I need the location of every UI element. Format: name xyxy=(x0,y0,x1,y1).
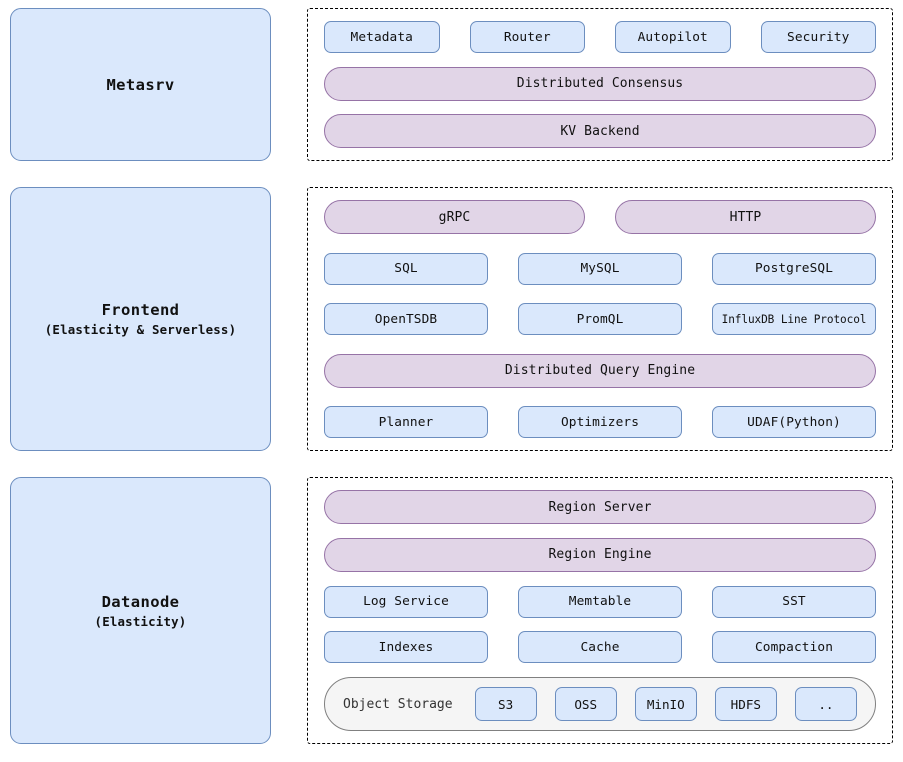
node-region-server[interactable]: Region Server xyxy=(324,490,876,524)
metasrv-kv-row: KV Backend xyxy=(324,114,876,148)
node-minio[interactable]: MinIO xyxy=(634,687,697,721)
tier-label-title: Frontend xyxy=(101,301,180,319)
node-s3[interactable]: S3 xyxy=(474,687,537,721)
node-log-service[interactable]: Log Service xyxy=(324,585,488,618)
node-sql[interactable]: SQL xyxy=(324,252,488,285)
object-storage-container: Object Storage S3 OSS MinIO HDFS .. xyxy=(324,677,876,731)
tier-label-title: Datanode xyxy=(101,592,180,611)
frontend-query-language-row-2: OpenTSDB PromQL InfluxDB Line Protocol xyxy=(324,303,876,335)
node-opentsdb[interactable]: OpenTSDB xyxy=(324,303,488,335)
frontend-query-engine-row: Distributed Query Engine xyxy=(324,353,876,388)
frontend-engine-component-row: Planner Optimizers UDAF(Python) xyxy=(324,406,876,438)
tier-label-title: Metasrv xyxy=(106,75,175,94)
node-compaction[interactable]: Compaction xyxy=(712,631,876,664)
node-oss[interactable]: OSS xyxy=(554,687,617,721)
node-planner[interactable]: Planner xyxy=(324,406,488,438)
tier-metasrv: Metasrv Metadata Router Autopilot Securi… xyxy=(10,8,893,161)
datanode-region-server-row: Region Server xyxy=(324,490,876,524)
node-distributed-consensus[interactable]: Distributed Consensus xyxy=(324,66,876,101)
node-distributed-query-engine[interactable]: Distributed Query Engine xyxy=(324,353,876,388)
tier-label-frontend: Frontend (Elasticity & Serverless) xyxy=(10,187,271,451)
tier-label-subtitle: (Elasticity & Serverless) xyxy=(44,322,237,337)
tier-label-metasrv: Metasrv xyxy=(10,8,271,161)
node-region-engine[interactable]: Region Engine xyxy=(324,537,876,572)
tier-frontend: Frontend (Elasticity & Serverless) gRPC … xyxy=(10,187,893,451)
node-cache[interactable]: Cache xyxy=(518,631,682,664)
tier-datanode: Datanode (Elasticity) Region Server Regi… xyxy=(10,477,893,744)
object-storage-label: Object Storage xyxy=(343,696,453,712)
metasrv-component-row: Metadata Router Autopilot Security xyxy=(324,21,876,53)
node-more[interactable]: .. xyxy=(794,687,857,721)
node-grpc[interactable]: gRPC xyxy=(324,200,585,234)
tier-group-datanode: Region Server Region Engine Log Service … xyxy=(307,477,893,744)
node-metadata[interactable]: Metadata xyxy=(324,21,440,53)
node-memtable[interactable]: Memtable xyxy=(518,585,682,618)
node-promql[interactable]: PromQL xyxy=(518,303,682,335)
node-autopilot[interactable]: Autopilot xyxy=(615,21,731,53)
node-udaf-python[interactable]: UDAF(Python) xyxy=(712,406,876,438)
frontend-protocol-row: gRPC HTTP xyxy=(324,200,876,234)
node-sst[interactable]: SST xyxy=(712,585,876,618)
tier-group-frontend: gRPC HTTP SQL MySQL PostgreSQL OpenTSDB … xyxy=(307,187,893,451)
node-postgresql[interactable]: PostgreSQL xyxy=(712,252,876,285)
tier-label-datanode: Datanode (Elasticity) xyxy=(10,477,271,744)
node-optimizers[interactable]: Optimizers xyxy=(518,406,682,438)
node-kv-backend[interactable]: KV Backend xyxy=(324,114,876,148)
node-http[interactable]: HTTP xyxy=(615,200,876,234)
tier-label-subtitle: (Elasticity) xyxy=(94,613,187,629)
metasrv-consensus-row: Distributed Consensus xyxy=(324,66,876,101)
node-influxdb-line-protocol[interactable]: InfluxDB Line Protocol xyxy=(712,303,876,335)
tier-group-metasrv: Metadata Router Autopilot Security Distr… xyxy=(307,8,893,161)
datanode-storage-component-row-1: Log Service Memtable SST xyxy=(324,585,876,618)
datanode-region-engine-row: Region Engine xyxy=(324,537,876,572)
node-router[interactable]: Router xyxy=(469,21,585,53)
node-indexes[interactable]: Indexes xyxy=(324,631,488,664)
datanode-storage-component-row-2: Indexes Cache Compaction xyxy=(324,631,876,664)
node-hdfs[interactable]: HDFS xyxy=(714,687,777,721)
node-mysql[interactable]: MySQL xyxy=(518,252,682,285)
node-security[interactable]: Security xyxy=(760,21,876,53)
frontend-query-language-row-1: SQL MySQL PostgreSQL xyxy=(324,252,876,285)
